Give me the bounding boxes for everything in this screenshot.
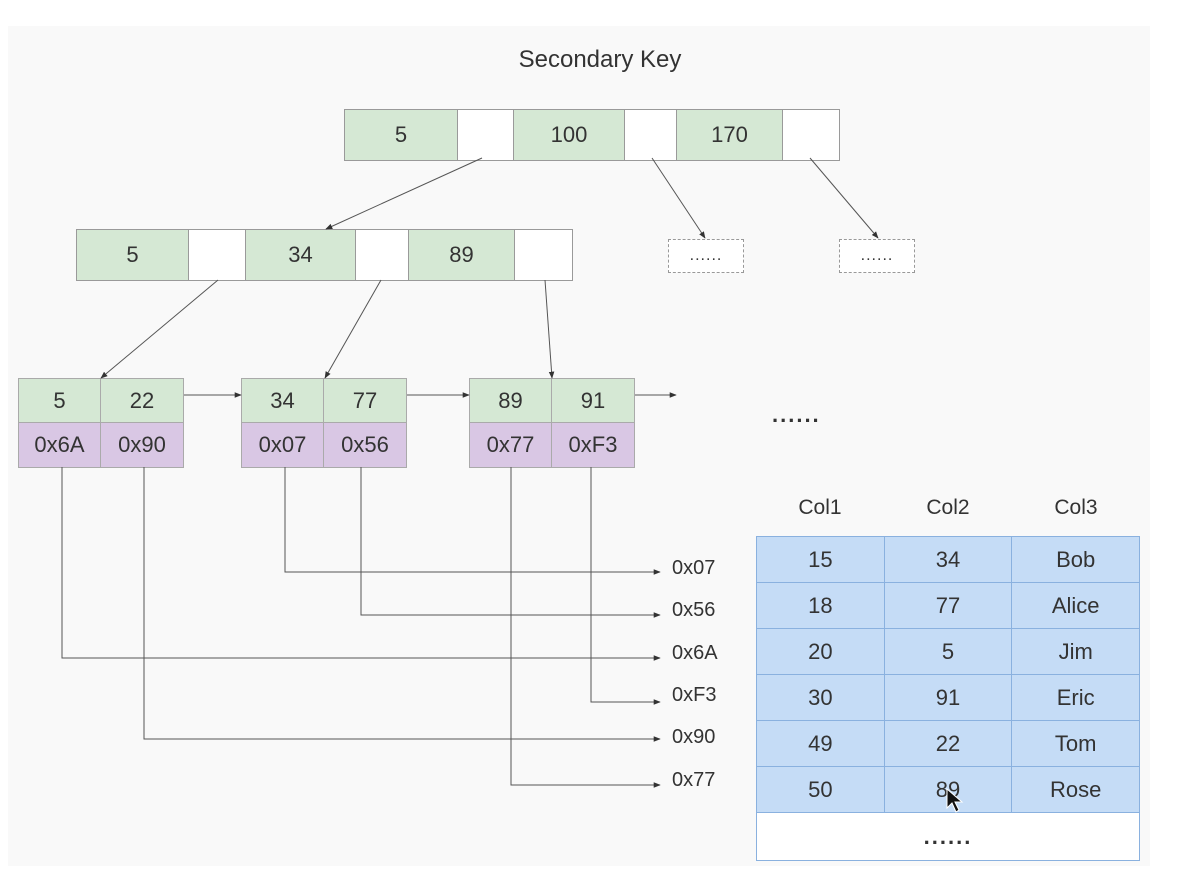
internal-node: 5 34 89: [76, 229, 573, 281]
table-row: 18 77 Alice: [757, 583, 1139, 629]
root-to-ellipsis-arrow: [651, 157, 706, 239]
internal-key-3: 89: [409, 229, 515, 281]
root-to-ellipsis-arrow: [809, 157, 879, 239]
address-label: 0x90: [672, 726, 716, 748]
leaf-row-pointer: 0x07: [241, 423, 324, 468]
internal-to-leaf-arrow: [324, 279, 382, 379]
table-cell: 18: [808, 592, 833, 618]
column-header: Col2: [926, 496, 970, 519]
internal-key-1: 5: [76, 229, 189, 281]
more-leaves-ellipsis: ......: [772, 402, 821, 427]
table-cell: Alice: [1011, 583, 1139, 628]
table-cell: 49: [808, 730, 833, 756]
leaf-node-3: 89 91 0x77 0xF3: [469, 378, 635, 468]
address-label: 0xF3: [672, 684, 717, 706]
root-pointer-1: [458, 109, 514, 161]
table-more-rows: ......: [756, 813, 1140, 861]
internal-to-leaf-arrow: [544, 279, 555, 379]
leaf-key: 89: [469, 378, 552, 423]
pointer-line-0x07: [284, 467, 661, 575]
root-pointer-2: [625, 109, 677, 161]
internal-to-leaf-arrow: [100, 279, 219, 379]
internal-pointer-1: [189, 229, 246, 281]
table-cell: 77: [883, 583, 1012, 628]
address-label: 0x6A: [672, 642, 718, 664]
diagram-title: Secondary Key: [518, 46, 682, 73]
leaf-key: 91: [552, 378, 635, 423]
table-body: 15 34 Bob 18 77 Alice 20 5 Jim 30 91 Eri…: [756, 536, 1140, 813]
leaf-row-pointer: 0x90: [101, 423, 184, 468]
leaf-row-pointer: 0x6A: [18, 423, 101, 468]
internal-pointer-3: [515, 229, 573, 281]
pointer-line-0x6A: [61, 467, 661, 661]
internal-pointer-2: [356, 229, 409, 281]
pointer-line-0xF3: [590, 467, 661, 705]
table-cell: Eric: [1011, 675, 1139, 720]
leaf-key: 77: [324, 378, 407, 423]
pointer-line-0x77: [510, 467, 661, 788]
leaf-row-pointer: 0x56: [324, 423, 407, 468]
leaf-node-1: 5 22 0x6A 0x90: [18, 378, 184, 468]
table-header: Col1 Col2 Col3: [756, 496, 1140, 520]
table-cell: 22: [883, 721, 1012, 766]
pointer-line-0x90: [143, 467, 661, 742]
address-label: 0x07: [672, 557, 716, 579]
table-cell: 34: [883, 537, 1012, 582]
ellipsis-node-1: ......: [668, 239, 744, 273]
table-row: 15 34 Bob: [757, 537, 1139, 583]
table-cell: 20: [808, 638, 833, 664]
table-cell: 91: [883, 675, 1012, 720]
leaf-row-pointer: 0xF3: [552, 423, 635, 468]
table-cell: Jim: [1011, 629, 1139, 674]
leaf-key: 34: [241, 378, 324, 423]
table-cell: Rose: [1011, 767, 1139, 812]
internal-key-2: 34: [246, 229, 356, 281]
table-cell: Bob: [1011, 537, 1139, 582]
table-cell: 30: [808, 684, 833, 710]
ellipsis-node-2: ......: [839, 239, 915, 273]
table-row: 30 91 Eric: [757, 675, 1139, 721]
pointer-line-0x56: [360, 467, 661, 618]
address-label: 0x56: [672, 599, 716, 621]
leaf-node-2: 34 77 0x07 0x56: [241, 378, 407, 468]
table-cell: 5: [883, 629, 1012, 674]
column-header: Col3: [1054, 496, 1098, 519]
root-key-3: 170: [677, 109, 783, 161]
table-cell: 50: [808, 776, 833, 802]
table-cell: 15: [808, 546, 833, 572]
root-key-1: 5: [344, 109, 458, 161]
table-cell: Tom: [1011, 721, 1139, 766]
root-to-internal-arrow: [325, 157, 483, 230]
data-table: 15 34 Bob 18 77 Alice 20 5 Jim 30 91 Eri…: [756, 536, 1140, 861]
root-node: 5 100 170: [344, 109, 840, 161]
leaf-key: 22: [101, 378, 184, 423]
mouse-cursor-icon: [946, 788, 964, 813]
table-row: 49 22 Tom: [757, 721, 1139, 767]
root-key-2: 100: [514, 109, 625, 161]
column-header: Col1: [798, 496, 842, 519]
leaf-key: 5: [18, 378, 101, 423]
address-label: 0x77: [672, 769, 716, 791]
table-row: 20 5 Jim: [757, 629, 1139, 675]
